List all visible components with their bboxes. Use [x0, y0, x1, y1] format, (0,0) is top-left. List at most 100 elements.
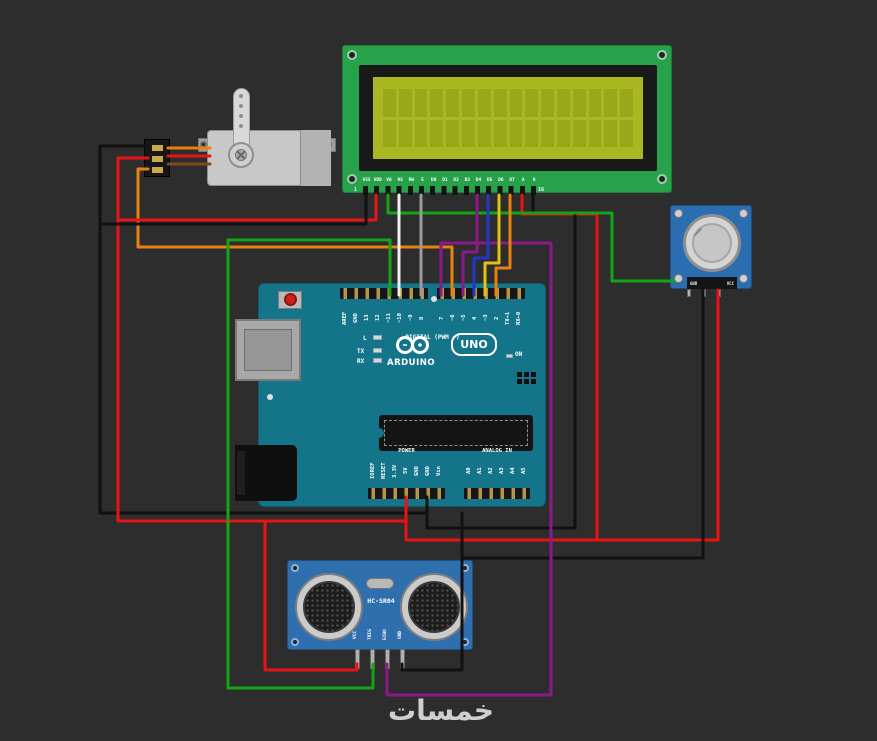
crystal-oscillator	[366, 578, 394, 589]
pin-label: A1	[477, 467, 483, 475]
lcd-pin-label: K	[533, 178, 536, 183]
on-led	[506, 354, 513, 358]
chip-outline	[384, 420, 528, 446]
pin-label: GND	[414, 466, 420, 476]
servo-connector[interactable]	[144, 139, 170, 177]
lcd-pin-label: VDD	[373, 178, 382, 183]
mount-hole	[291, 564, 299, 572]
pin-label: 7	[439, 316, 445, 320]
power-header[interactable]	[368, 488, 445, 499]
lcd-pin-label: A	[521, 178, 525, 183]
lcd-pin-label: D4	[475, 178, 482, 183]
lcd-cell	[509, 89, 523, 117]
pot-pin-label: GND	[690, 280, 698, 286]
wire-pot-wiper-green[interactable]	[386, 193, 676, 283]
mount-hole	[347, 50, 357, 60]
pin-label: A4	[510, 467, 516, 475]
servo-motor[interactable]	[196, 86, 336, 188]
pin-label: ~6	[450, 314, 456, 322]
analog-title: ANALOG IN	[482, 448, 512, 454]
lcd-cell	[383, 89, 396, 117]
digital-header-left[interactable]	[340, 288, 428, 299]
sensor-pin[interactable]	[385, 649, 390, 669]
wire-lcd-vdd-red[interactable]	[116, 193, 378, 222]
sensor-pin-label: GND	[398, 630, 403, 640]
lcd-cell	[572, 89, 586, 117]
lcd-cell	[493, 89, 507, 117]
pin-label: 12	[375, 314, 381, 322]
pin-label: A2	[488, 467, 494, 475]
lcd-cell	[446, 119, 460, 147]
pin-label: 8	[419, 316, 425, 320]
lcd-cell	[620, 89, 633, 117]
screw	[674, 209, 683, 218]
digital-header-right[interactable]	[437, 288, 525, 299]
lcd-cell	[414, 119, 428, 147]
wire-lcd-d6-yellow[interactable]	[483, 193, 501, 297]
screw	[739, 274, 748, 283]
lcd-cell	[462, 89, 475, 117]
pin-label: ~11	[386, 313, 392, 323]
connector-crimp	[152, 167, 163, 173]
connector-crimp	[152, 145, 163, 151]
sensor-pin[interactable]	[355, 649, 360, 669]
lcd-cell	[620, 119, 633, 147]
transmitter-mesh	[303, 581, 355, 633]
sensor-pin-label: ECHO	[383, 629, 388, 641]
lcd-pin-label: D3	[464, 178, 470, 183]
arduino-brand: ARDUINO	[387, 358, 436, 368]
lcd-pin-header[interactable]	[363, 186, 536, 195]
wire-lcd-d7-orange[interactable]	[494, 193, 512, 297]
connector-crimp	[152, 156, 163, 162]
pin-label: Vin	[436, 466, 442, 476]
lcd-pin-label: D5	[486, 178, 493, 183]
watermark: خمسات	[388, 694, 495, 727]
atmega-chip[interactable]	[374, 415, 533, 451]
lcd-cell	[414, 89, 428, 117]
on-label: ON	[515, 351, 523, 358]
lcd-cell	[588, 89, 602, 117]
mount-hole	[461, 638, 469, 646]
lcd-cell	[588, 119, 602, 147]
led-l-label: L	[363, 335, 367, 342]
pin-label: ~9	[408, 314, 414, 322]
sensor-pin[interactable]	[400, 649, 405, 669]
usb-inner	[244, 329, 292, 371]
analog-header[interactable]	[464, 488, 530, 499]
lcd-cell	[493, 119, 507, 147]
lcd-pin-label: VSS	[362, 178, 371, 183]
sensor-pin[interactable]	[370, 649, 375, 669]
pin-label: A3	[499, 467, 505, 475]
wire-lcd-d5-blue[interactable]	[472, 193, 490, 297]
screw	[739, 209, 748, 218]
pin-label: AREF	[342, 311, 348, 325]
wire-lcd-vss-black[interactable]	[98, 193, 368, 226]
pin-label: RX←0	[516, 311, 522, 325]
lcd-cell	[525, 119, 539, 147]
lcd-cell	[446, 89, 460, 117]
chip-notch	[374, 428, 384, 438]
wire-lcd-d4-purple[interactable]	[461, 193, 479, 297]
pot-knob-inner	[692, 223, 732, 263]
mount-hole	[291, 638, 299, 646]
lcd-cell	[604, 119, 618, 147]
pot-pin	[687, 289, 691, 297]
icsp-header[interactable]	[517, 372, 536, 384]
pin-label: 2	[494, 316, 500, 320]
flange-hole	[200, 141, 207, 148]
lcd-pin-label: RW	[408, 178, 415, 183]
reset-button[interactable]	[284, 293, 297, 306]
horn-hole	[239, 94, 243, 98]
sensor-model-label: HC-SR04	[367, 597, 395, 605]
